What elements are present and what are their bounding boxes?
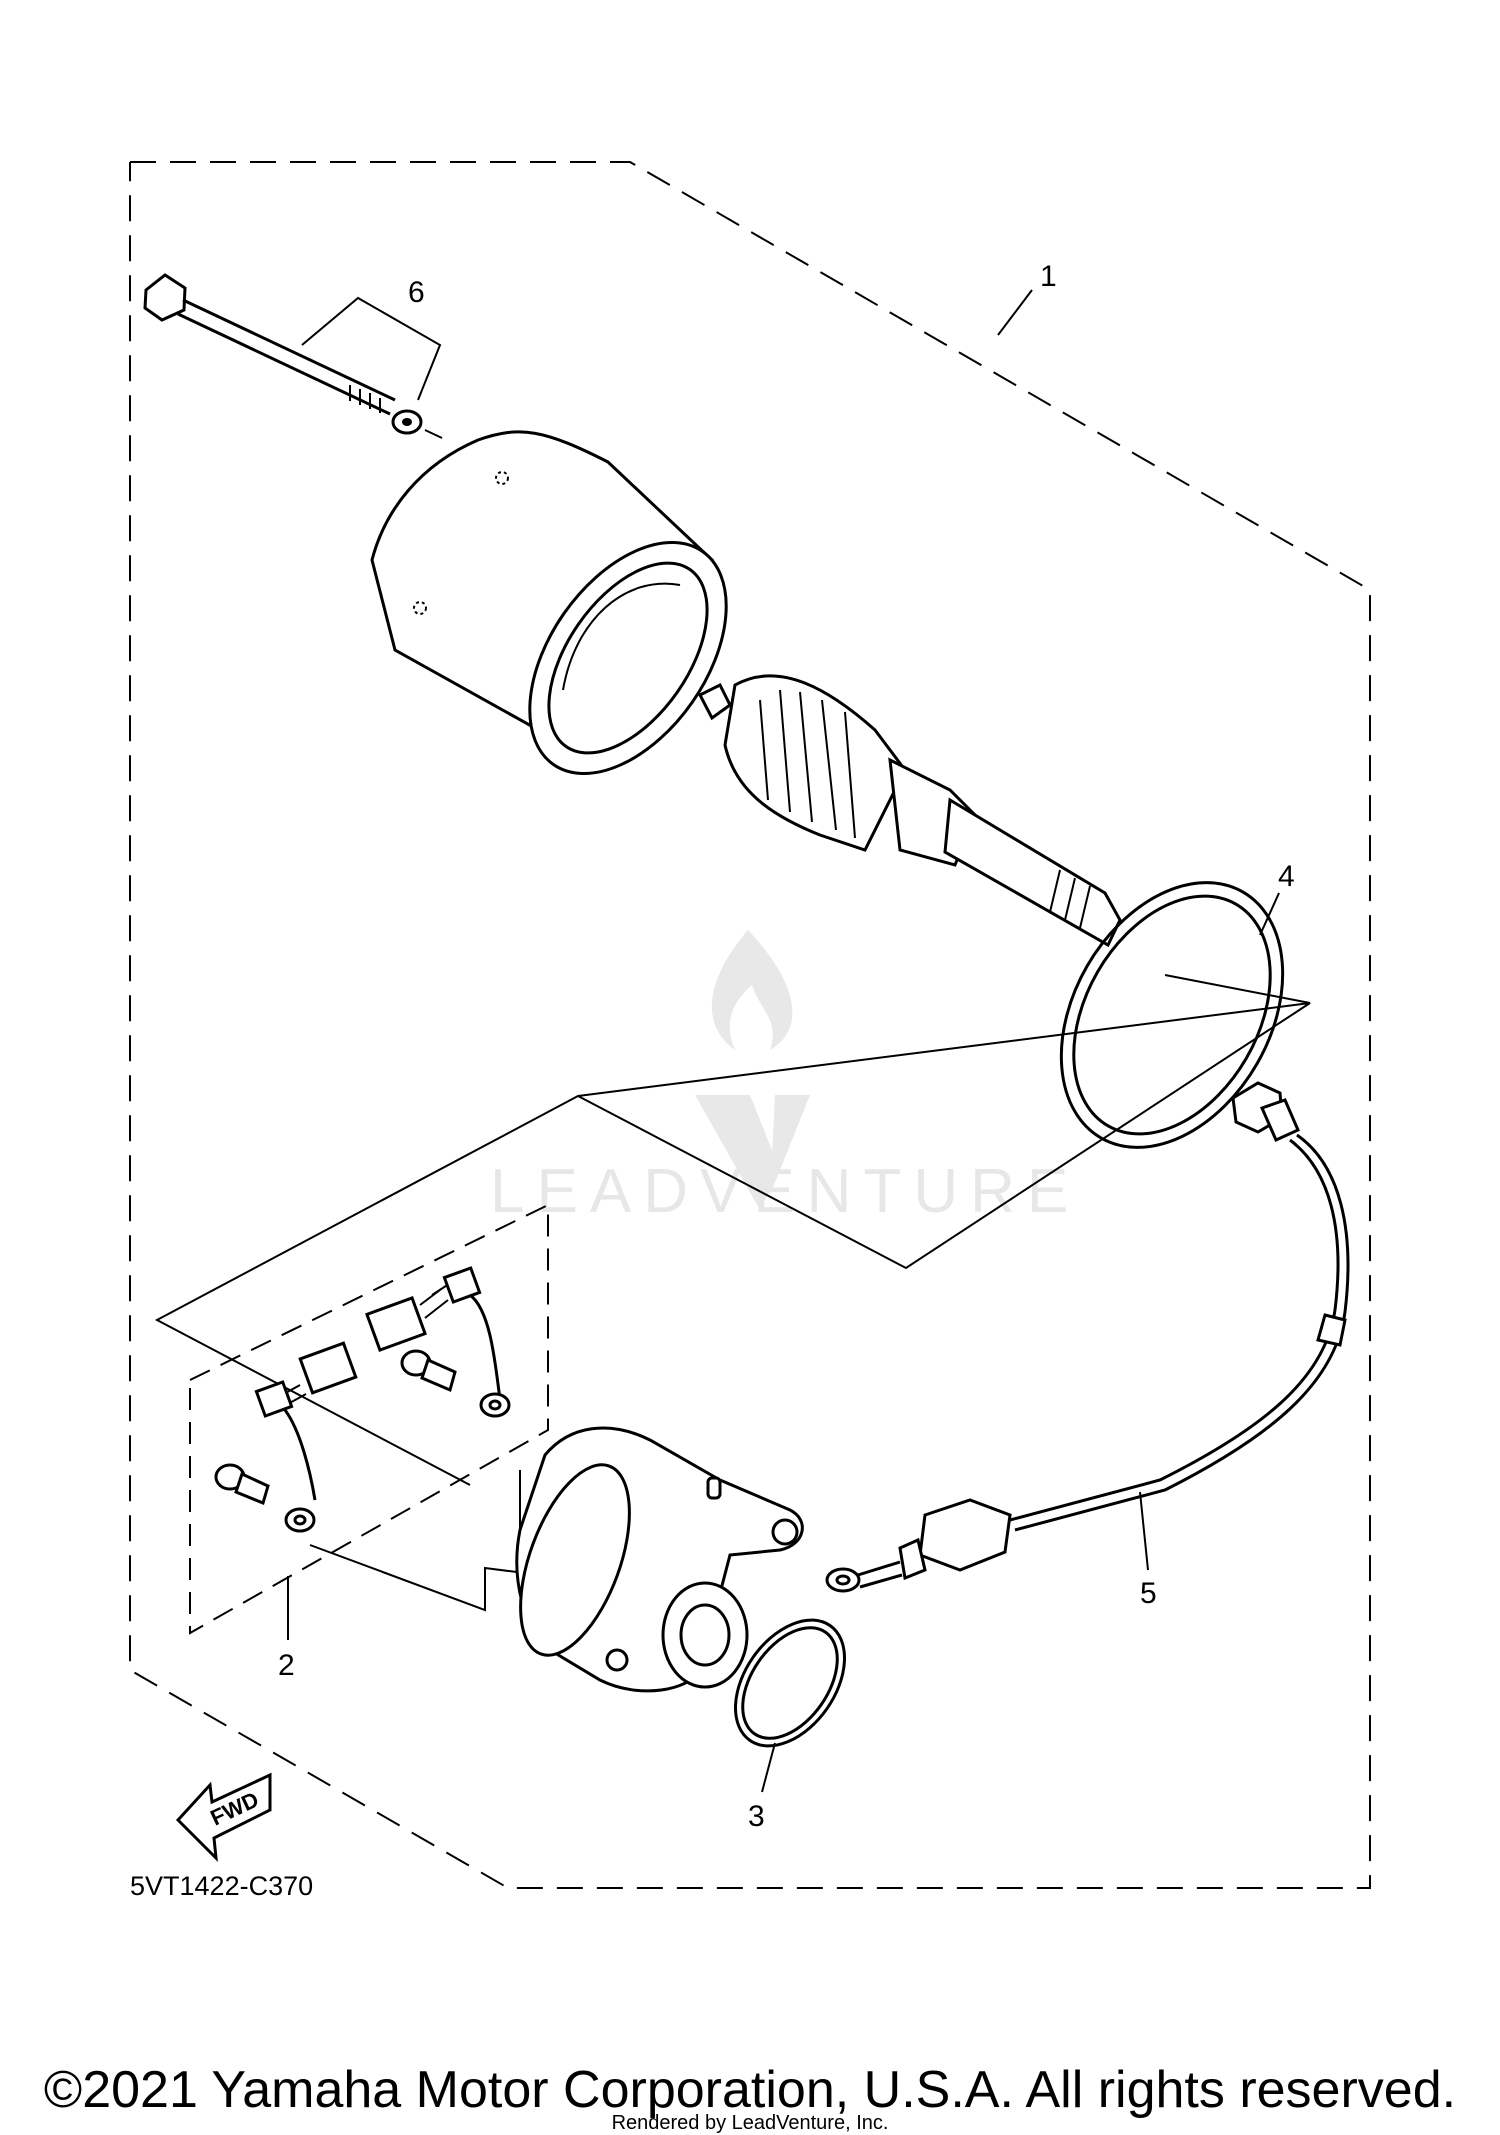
copyright-notice: ©2021 Yamaha Motor Corporation, U.S.A. A… [43, 2061, 1457, 2119]
callout-6: 6 [408, 276, 425, 309]
yoke-housing [370, 430, 728, 776]
brush-set [214, 1266, 511, 1533]
drawing-code: 5VT1422-C370 [130, 1871, 313, 1901]
o-ring-small [733, 1618, 847, 1748]
brush-subassembly-boundary [189, 1203, 549, 1635]
exploded-view-plane [154, 1002, 1311, 1486]
callout-4: 4 [1278, 860, 1295, 893]
callout-2: 2 [278, 1649, 295, 1682]
rendered-by-credit: Rendered by LeadVenture, Inc. [611, 2112, 889, 2134]
assembly-boundary [129, 161, 1371, 1889]
armature [697, 674, 1122, 948]
washer [391, 409, 423, 435]
v-logo-icon [695, 1095, 810, 1210]
end-cover [515, 1426, 804, 1693]
watermark-text: LEADVENTURE [490, 1157, 1080, 1226]
leader-lines [287, 289, 1280, 1793]
callout-1: 1 [1040, 260, 1057, 293]
through-bolt [143, 273, 396, 416]
starter-lead-wire [825, 1081, 1350, 1593]
fwd-arrow-icon: FWD [175, 1772, 272, 1863]
flame-icon [711, 930, 793, 1050]
o-ring-large [1059, 881, 1285, 1149]
leadventure-watermark: LEADVENTURE [490, 930, 1080, 1226]
callout-5: 5 [1140, 1577, 1157, 1610]
assembly-line [309, 1544, 541, 1612]
callout-3: 3 [748, 1800, 765, 1833]
